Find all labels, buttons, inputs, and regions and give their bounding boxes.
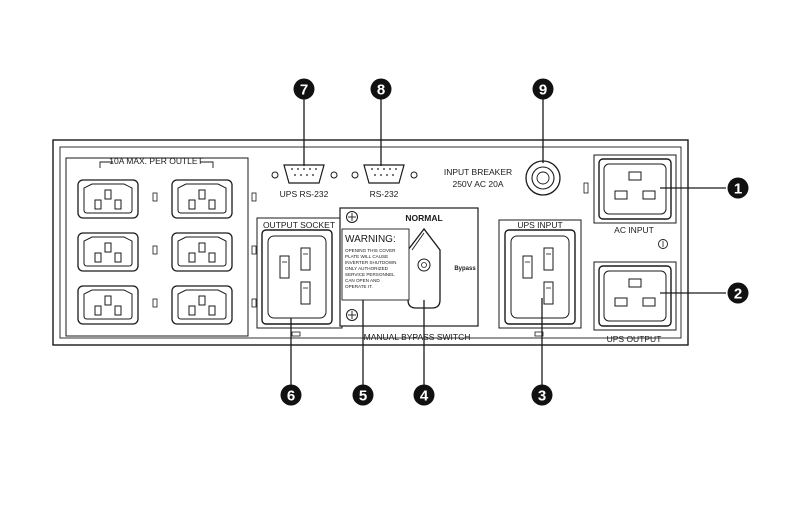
ac-input-socket: AC INPUT [583, 154, 677, 249]
warning-label: WARNING: OPENING THIS COVER PLATE WILL C… [341, 228, 410, 301]
callout-7: 7 [293, 78, 315, 100]
callout-number: 4 [420, 388, 429, 405]
warning-title: WARNING: [345, 234, 396, 245]
callout-4: 4 [413, 384, 435, 406]
warning-line: OPENING THIS COVER [345, 248, 396, 253]
normal-label: NORMAL [405, 213, 442, 223]
callout-1: 1 [727, 177, 749, 199]
bypass-label: Bypass [454, 266, 476, 272]
output-socket-label: OUTPUT SOCKET [263, 220, 335, 230]
ups-rs232-label: UPS RS-232 [280, 189, 329, 199]
callout-number: 5 [359, 388, 367, 405]
outlet-group-label: 10A MAX. PER OUTLET [109, 156, 203, 166]
callout-number: 9 [539, 82, 547, 99]
warning-line: CAN OPEN AND [345, 278, 380, 283]
ground-icon [658, 239, 668, 249]
manual-bypass-label: MANUAL BYPASS SWITCH [364, 332, 471, 342]
outlet-group: 10A MAX. PER OUTLET [65, 156, 257, 337]
chassis-inner [59, 146, 682, 339]
rs232-label: RS-232 [370, 189, 399, 199]
outlet-c13-2 [171, 179, 233, 219]
ups-output-socket: UPS OUTPUT [593, 261, 677, 344]
outlet-c13-1 [77, 179, 139, 219]
callout-3: 3 [531, 384, 553, 406]
ac-input-label: AC INPUT [614, 225, 654, 235]
leader-lines [290, 99, 726, 385]
ups-output-label: UPS OUTPUT [607, 334, 662, 344]
warning-line: INVERTER SHUTDOWN [345, 260, 396, 265]
callout-8: 8 [370, 78, 392, 100]
outlet-c13-4 [171, 232, 233, 272]
callout-number: 1 [734, 181, 742, 198]
warning-line: SERVICE PERSONNEL [345, 272, 395, 277]
callout-number: 3 [538, 388, 546, 405]
callout-number: 8 [377, 82, 385, 99]
callout-number: 6 [287, 388, 295, 405]
outlet-c13-5 [77, 285, 139, 325]
input-breaker: INPUT BREAKER 250V AC 20A [444, 160, 561, 196]
warning-line: ONLY AUTHORIZED [345, 266, 389, 271]
input-breaker-label-2: 250V AC 20A [452, 179, 503, 189]
callout-9: 9 [532, 78, 554, 100]
ups-rs232-port: UPS RS-232 [271, 164, 338, 199]
callout-5: 5 [352, 384, 374, 406]
callout-number: 7 [300, 82, 308, 99]
warning-line: PLATE WILL CAUSE [345, 254, 388, 259]
callout-number: 2 [734, 286, 742, 303]
warning-line: OPERATE IT. [345, 284, 373, 289]
input-breaker-label-1: INPUT BREAKER [444, 167, 512, 177]
callout-2: 2 [727, 282, 749, 304]
rs232-port: RS-232 [351, 164, 418, 199]
outlet-c13-3 [77, 232, 139, 272]
callout-6: 6 [280, 384, 302, 406]
output-socket: OUTPUT SOCKET [256, 217, 343, 337]
ups-input-label: UPS INPUT [517, 220, 562, 230]
outlet-c13-6 [171, 285, 233, 325]
ups-input-socket: UPS INPUT [498, 219, 582, 337]
